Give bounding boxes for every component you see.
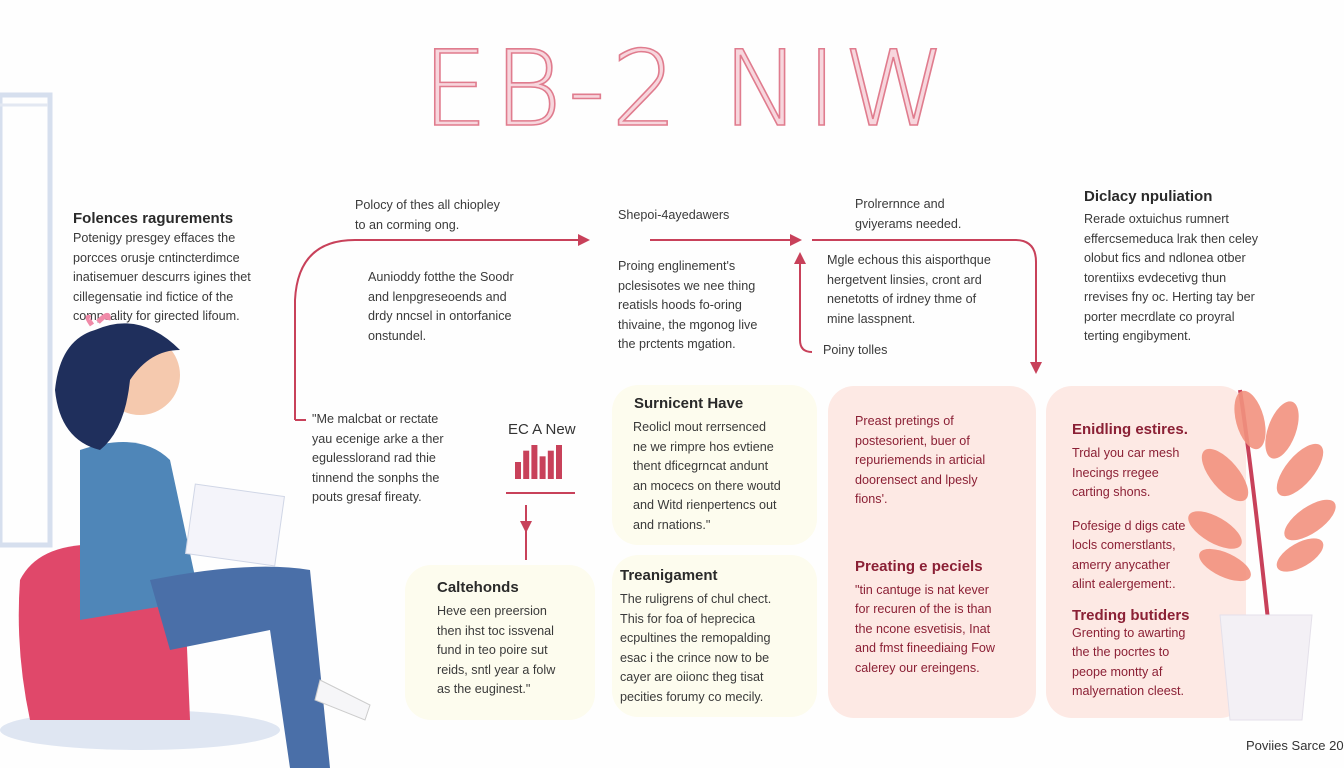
section-heading: Diclacy npuliation <box>1084 188 1213 205</box>
step-body: Proing englinement's pclesisotes we nee … <box>618 259 758 351</box>
step-label: Shepoi-4ayedawers <box>618 208 730 222</box>
book <box>185 483 285 567</box>
card-body: Reolicl mout rerrsenced ne we rimpre hos… <box>633 420 781 532</box>
card-body: Pofesige d digs cate locls comerstlants,… <box>1072 518 1186 592</box>
left-section: Folences ragurements Potenigy presgey ef… <box>73 210 251 327</box>
arrow-down-icon <box>520 521 532 533</box>
card-intro: Preast pretings of postesorient, buer of… <box>855 414 986 506</box>
plant-illustration <box>1188 389 1336 721</box>
woman-reading-illustration <box>0 313 371 768</box>
footer-source: Poviies Sarce 20 <box>1246 738 1344 753</box>
arrow-down-icon <box>1030 362 1042 374</box>
jeans <box>150 566 330 768</box>
arrow-up-icon <box>794 252 806 264</box>
right-section: Diclacy npuliation Rerade oxtuichus rumn… <box>1084 188 1258 347</box>
chart-bar <box>539 456 546 479</box>
arrow-right-icon <box>790 234 802 246</box>
chart-bar <box>556 445 562 479</box>
card-heading: Caltehonds <box>437 579 519 596</box>
flow-connectors <box>294 239 1037 560</box>
card-body: The ruligrens of chul chect. This for fo… <box>620 592 772 704</box>
card-body: Trdal you car mesh Inecings rregee carti… <box>1072 446 1180 499</box>
card-heading: Preating e peciels <box>855 557 983 575</box>
section-body: Rerade oxtuichus rumnert effercsemeduca … <box>1084 212 1259 343</box>
card-heading: Treding butiders <box>1072 606 1190 624</box>
card-body: Heve een preersion then ihst toc issvena… <box>437 604 556 696</box>
chart-bar <box>531 445 538 479</box>
info-card: Treanigament The ruligrens of chul chect… <box>612 555 817 717</box>
info-card: Caltehonds Heve een preersion then ihst … <box>405 565 595 720</box>
loop-label: Poiny tolles <box>823 343 888 357</box>
chart-bar <box>547 450 554 479</box>
chart-bar <box>523 450 530 479</box>
section-body: Potenigy presgey effaces the porcces oru… <box>73 231 251 323</box>
hair <box>55 323 180 450</box>
hair-bow <box>85 313 111 327</box>
chart-label: EC A New <box>508 421 576 438</box>
card-heading: Surnicent Have <box>634 395 744 412</box>
section-heading: Folences ragurements <box>73 210 234 227</box>
page-title: EB-2 NIW <box>421 27 952 151</box>
info-card: Surnicent Have Reolicl mout rerrsenced n… <box>612 385 817 545</box>
flow-note: Polocy of thes all chiopley to an cormin… <box>355 198 500 232</box>
flow-note: Aunioddy fotthe the Soodr and lenpgreseo… <box>368 270 514 343</box>
quote-text: "Me malcbat or rectate yau ecenige arke … <box>312 412 444 504</box>
card-heading: Treanigament <box>620 567 718 584</box>
chart-bar <box>515 462 521 479</box>
mini-bar-chart <box>515 445 562 479</box>
arrow-right-icon <box>578 234 590 246</box>
window-frame <box>0 92 53 548</box>
card-body: "tin cantuge is nat kever for recuren of… <box>855 582 996 675</box>
card-body: Grenting to awarting the the pocrtes to … <box>1072 625 1186 699</box>
info-card: Preast pretings of postesorient, buer of… <box>828 386 1036 718</box>
arrowheads <box>520 234 1042 533</box>
shoe <box>314 679 371 721</box>
step-label: Prolrernnce and gviyerams needed. <box>855 197 962 231</box>
step-body: Mgle echous this aisporthque hergetvent … <box>827 253 991 326</box>
shirt <box>80 442 200 620</box>
card-heading: Enidling estires. <box>1072 421 1188 438</box>
